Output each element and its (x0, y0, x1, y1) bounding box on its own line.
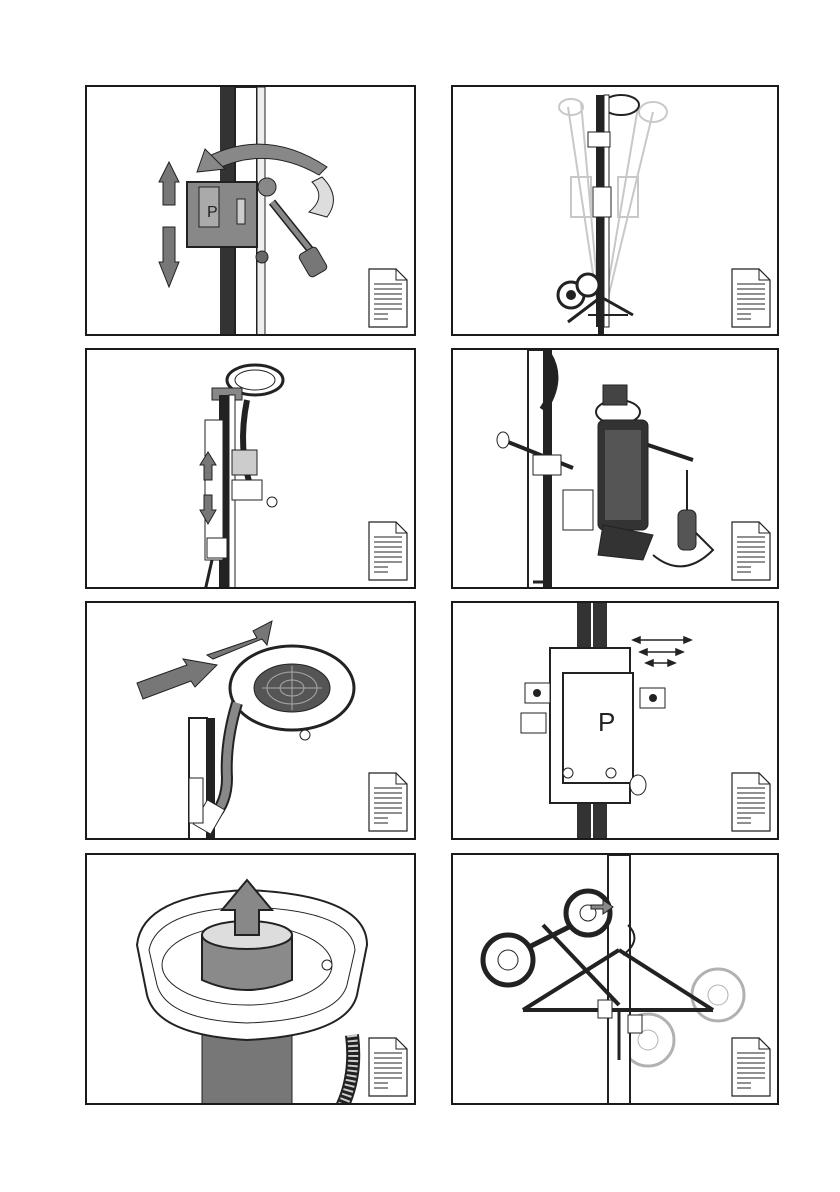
dust-collector-slide-illustration (87, 603, 416, 840)
figure-panel-6: P (451, 601, 779, 840)
carriage-rotate-illustration: P (87, 87, 416, 336)
carriage-slide-illustration (87, 350, 416, 589)
left-arrow-icon (137, 659, 217, 699)
manual-page-icon (368, 521, 408, 581)
manual-page-icon (731, 268, 771, 328)
double-arrow-icon (633, 637, 691, 666)
manual-page-icon (731, 1037, 771, 1097)
figure-panel-1: P (85, 85, 416, 336)
figure-panel-3 (85, 348, 416, 589)
manual-page-icon (368, 772, 408, 832)
svg-text:P: P (598, 707, 615, 737)
figure-panel-2 (451, 85, 779, 336)
manual-page-icon (368, 268, 408, 328)
down-arrow-icon (159, 227, 179, 287)
figure-panel-5 (85, 601, 416, 840)
up-arrow-icon (159, 162, 179, 205)
figure-panel-7 (85, 853, 416, 1105)
figure-panel-8 (451, 853, 779, 1105)
figure-panel-4 (451, 348, 779, 589)
dust-cup-insert-illustration (87, 855, 416, 1105)
svg-text:P: P (207, 204, 218, 221)
manual-page-icon (368, 1037, 408, 1097)
manual-page-icon (731, 772, 771, 832)
manual-page-icon (731, 521, 771, 581)
